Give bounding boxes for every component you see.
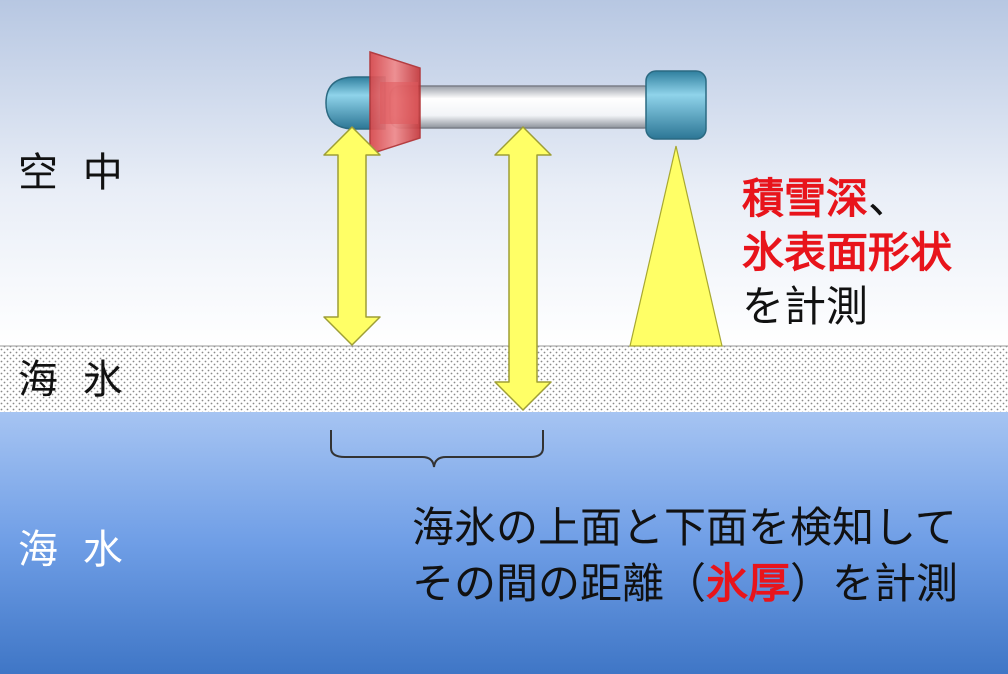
sea-ice-layer <box>0 346 1008 412</box>
thickness-line-2: その間の距離（氷厚）を計測 <box>412 556 958 612</box>
snow-surface-annotation: 積雪深、 氷表面形状 を計測 <box>742 172 952 334</box>
thickness-post: ）を計測 <box>790 559 959 608</box>
radar-transmitter-icon <box>369 50 421 156</box>
thickness-line-1: 海氷の上面と下面を検知して <box>412 503 957 552</box>
snow-depth-term: 積雪深 <box>742 174 869 223</box>
ice-thickness-term: 氷厚 <box>706 559 791 608</box>
surface-shape-term: 氷表面形状 <box>742 228 953 277</box>
air-layer <box>0 0 1008 346</box>
sensor-boom-icon <box>325 50 707 156</box>
annotation-line-3: を計測 <box>742 282 869 331</box>
brace-icon <box>330 430 544 468</box>
thickness-pre: その間の距離（ <box>412 559 707 608</box>
ice-thickness-annotation: 海氷の上面と下面を検知して その間の距離（氷厚）を計測 <box>412 500 958 612</box>
annotation-comma: 、 <box>868 174 911 223</box>
air-label: 空 中 <box>18 150 129 196</box>
sea-water-label: 海 水 <box>18 527 129 573</box>
annotation-line-1: 積雪深、 <box>742 172 952 226</box>
double-arrow-ice-surface <box>323 126 381 346</box>
sea-ice-label: 海 氷 <box>18 357 129 403</box>
double-arrow-ice-bottom <box>494 126 552 411</box>
laser-beam-cone <box>629 145 723 347</box>
laser-sensor-icon <box>645 70 707 140</box>
sea-water-layer <box>0 412 1008 674</box>
annotation-line-2: 氷表面形状 <box>742 226 952 280</box>
